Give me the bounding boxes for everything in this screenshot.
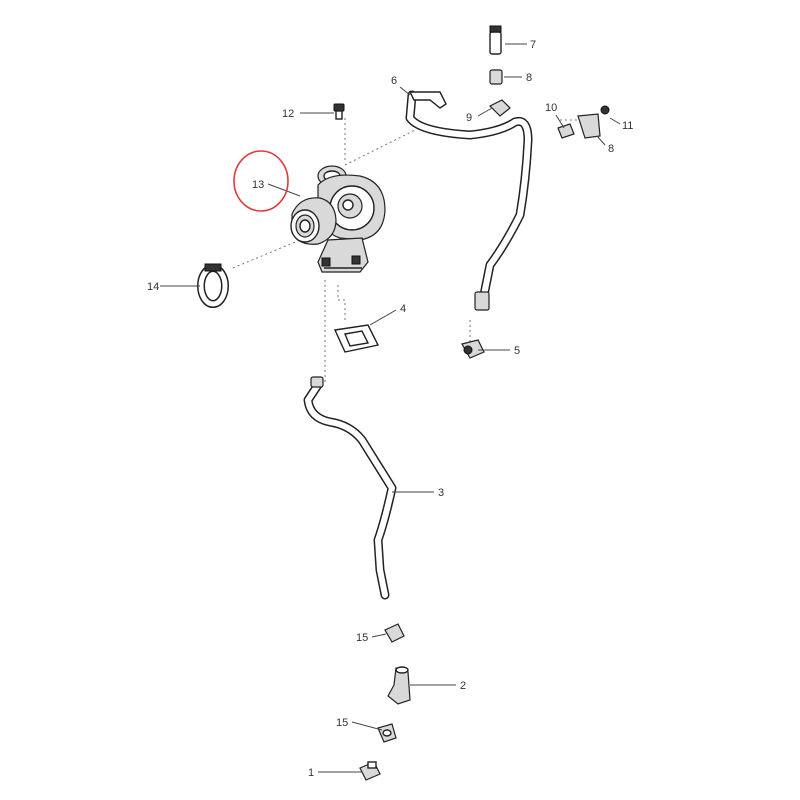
washer-8a[interactable] (489, 69, 503, 85)
label-11: 11 (622, 120, 633, 132)
label-6: 6 (391, 75, 397, 87)
label-12: 12 (282, 108, 294, 120)
label-7: 7 (530, 39, 536, 51)
clamp-15-upper[interactable] (384, 623, 405, 643)
assembly-lines (232, 118, 580, 385)
fitting-5[interactable] (461, 339, 485, 359)
label-14: 14 (147, 281, 159, 293)
label-1: 1 (308, 767, 314, 779)
fitting-1[interactable] (359, 761, 381, 781)
turbocharger[interactable] (290, 165, 386, 273)
label-15a: 15 (356, 632, 368, 644)
elbow-9[interactable] (488, 99, 511, 117)
gasket[interactable] (333, 324, 380, 353)
bracket-8b[interactable] (577, 105, 610, 139)
clamp-15-lower[interactable] (377, 723, 397, 743)
callout-labels: 7 8 9 10 11 8 6 12 13 14 4 5 3 15 2 15 1 (147, 39, 633, 779)
elbow-2[interactable] (387, 666, 411, 705)
label-15b: 15 (336, 717, 348, 729)
label-9: 9 (466, 112, 472, 124)
bolt-12[interactable] (333, 103, 345, 120)
leader-lines (160, 43, 621, 773)
oil-feed-line[interactable] (405, 90, 533, 311)
label-2: 2 (460, 680, 466, 692)
label-8b: 8 (608, 143, 614, 155)
label-13: 13 (252, 179, 264, 191)
label-5: 5 (514, 345, 520, 357)
label-3: 3 (438, 487, 444, 499)
oil-drain-line[interactable] (303, 376, 397, 600)
highlight-circle (233, 150, 289, 212)
clamp[interactable] (197, 263, 229, 308)
label-8a: 8 (526, 72, 532, 84)
label-10: 10 (545, 102, 557, 114)
bolt-7[interactable] (489, 25, 502, 55)
label-4: 4 (400, 303, 406, 315)
nut-10[interactable] (557, 123, 575, 139)
